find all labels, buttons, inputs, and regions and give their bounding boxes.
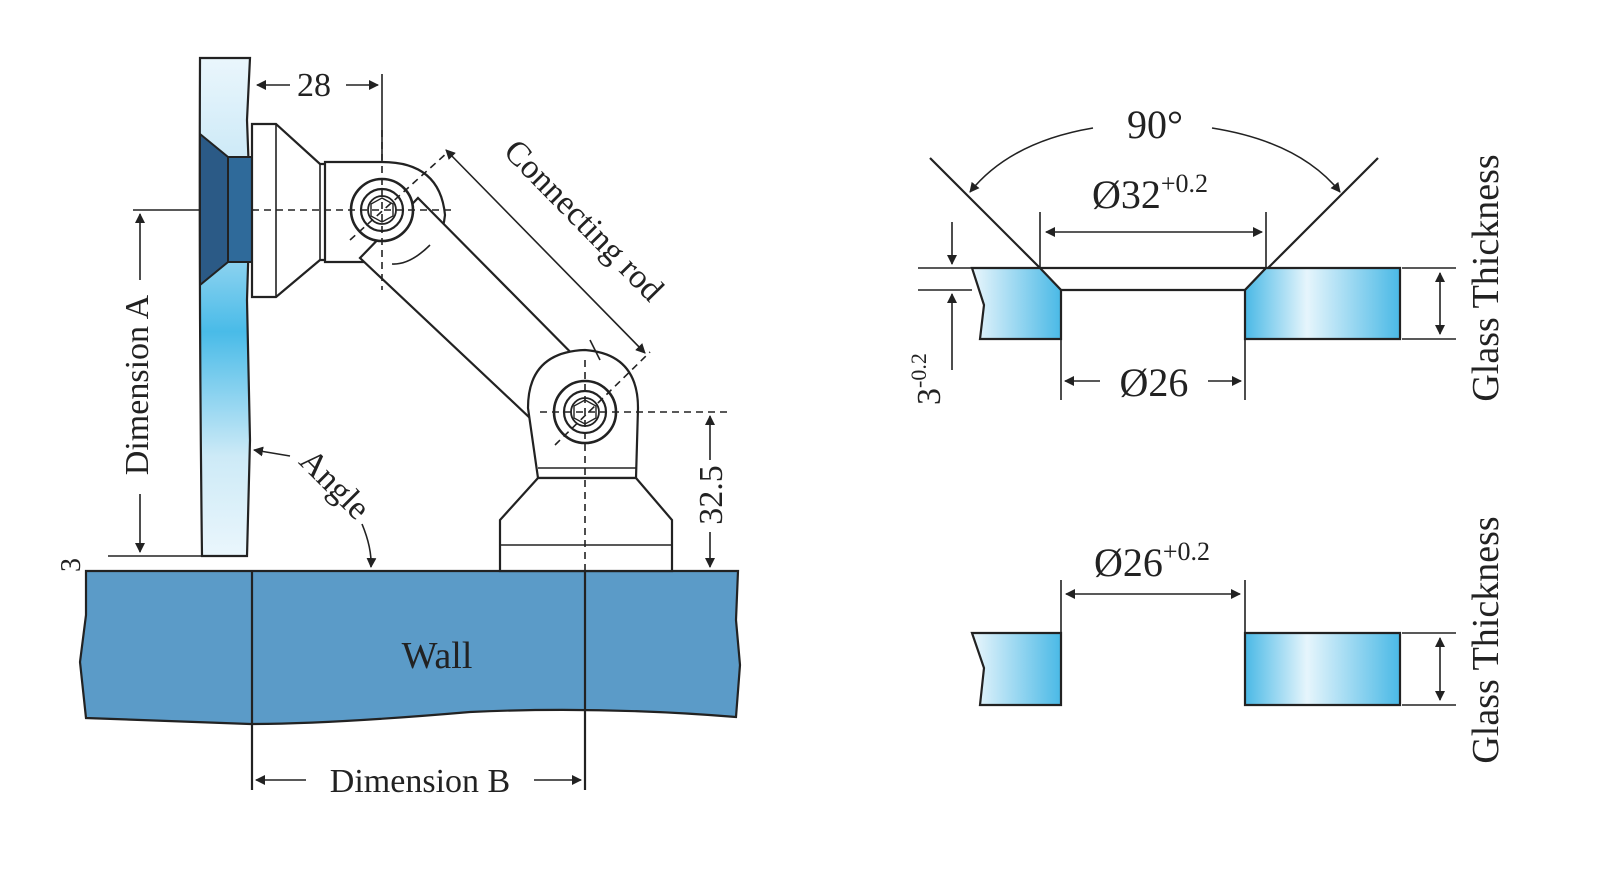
dia-26b-label: Ø26+0.2 xyxy=(1094,537,1210,585)
depth-3-label: 3-0.2 xyxy=(906,353,948,405)
glass-left-bottom xyxy=(970,631,1063,707)
connecting-rod-label: Connecting rod xyxy=(496,133,670,309)
lower-base xyxy=(498,476,674,573)
dimension-b-label: Dimension B xyxy=(330,763,510,800)
dim-32-5-label: 32.5 xyxy=(693,465,730,525)
dimension-a-label: Dimension A xyxy=(119,294,156,475)
side-view: Wall xyxy=(56,56,742,800)
countersunk-section: 90° Ø32+0.2 Ø26 3-0.2 Glass Thickness xyxy=(906,102,1507,405)
glass-countersink xyxy=(199,131,229,288)
angle-90-label: 90° xyxy=(1127,102,1183,147)
wall-label: Wall xyxy=(402,635,473,677)
dim-3-label: 3 xyxy=(56,558,87,572)
dim-28-label: 28 xyxy=(297,67,331,104)
glass-bore xyxy=(227,156,253,263)
glass-thickness-bottom-label: Glass Thickness xyxy=(1465,516,1507,763)
glass-right-top xyxy=(1243,266,1402,341)
glass-left-top xyxy=(970,266,1063,341)
glass-panel xyxy=(198,56,252,558)
glass-thickness-top-label: Glass Thickness xyxy=(1465,154,1507,401)
straight-hole-section: Ø26+0.2 Glass Thickness xyxy=(970,516,1507,764)
glass-right-bottom xyxy=(1243,631,1402,707)
dia-26-label: Ø26 xyxy=(1120,360,1189,405)
angle-label: Angle xyxy=(292,442,377,527)
wall-slab xyxy=(78,569,742,726)
dia-32-label: Ø32+0.2 xyxy=(1092,169,1208,217)
